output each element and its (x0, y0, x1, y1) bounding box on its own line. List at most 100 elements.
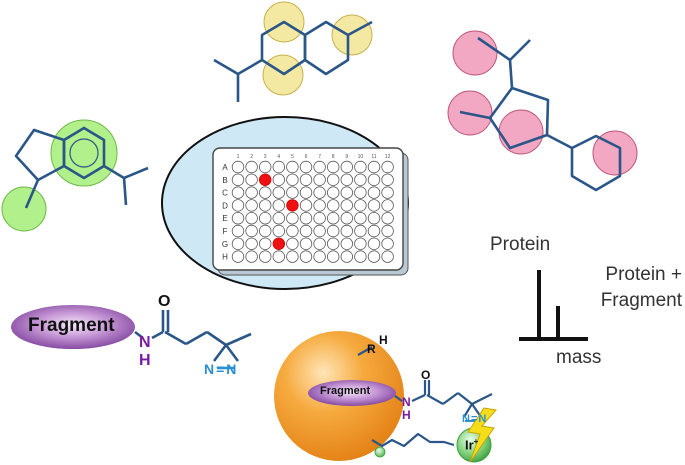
bead-probe-bonds (357, 346, 493, 418)
plate-col-label: 7 (318, 154, 321, 160)
well (272, 173, 286, 187)
plate-row-label: G (222, 240, 228, 249)
well (286, 160, 299, 174)
well (231, 211, 245, 225)
highlight-yellow-3 (262, 54, 304, 96)
well (381, 186, 394, 199)
molecule-top-bonds (213, 20, 373, 102)
well (231, 250, 245, 263)
well (245, 250, 258, 263)
plate-col-label: 3 (264, 154, 267, 160)
well (327, 186, 340, 199)
well (286, 224, 299, 238)
well (245, 173, 258, 187)
well (299, 224, 313, 238)
well (272, 211, 286, 225)
plate-row-label: H (222, 253, 228, 262)
well (245, 224, 258, 238)
plate-row-label: B (222, 176, 227, 185)
well (367, 160, 381, 174)
well (272, 199, 286, 212)
bead-diazirine-label: N=N (462, 413, 488, 425)
well (299, 237, 313, 251)
well (313, 160, 326, 174)
highlight-yellow-2 (331, 14, 373, 56)
well-hit (259, 173, 272, 187)
residue-r: R (367, 342, 376, 356)
well (354, 211, 367, 225)
molecule-right-bonds (459, 36, 622, 192)
well (381, 173, 394, 187)
plate-col-label: 5 (291, 154, 294, 160)
bead-fragment-label: Fragment (320, 385, 371, 397)
carbonyl-o: O (158, 293, 171, 310)
well (259, 199, 272, 212)
well (354, 173, 367, 187)
plate-col-label: 11 (371, 154, 376, 160)
mass-spectrum (519, 270, 588, 341)
bead-amide-n: N (402, 395, 411, 409)
well (327, 250, 340, 263)
well (381, 160, 394, 174)
ir-linker (371, 432, 455, 448)
ms-label-protein-fragment: Protein + Fragment (600, 264, 682, 311)
well (367, 250, 381, 263)
well (286, 237, 299, 251)
fragment-probe (11, 305, 252, 370)
well (299, 211, 313, 225)
well (340, 224, 354, 238)
highlight-pink-1 (452, 30, 498, 76)
well (259, 160, 272, 174)
well (245, 211, 258, 225)
well (313, 211, 326, 225)
well (259, 224, 272, 238)
well (313, 237, 326, 251)
well (381, 199, 394, 212)
fragment-blob (11, 305, 135, 349)
well (354, 237, 367, 251)
plate-row-label: C (222, 189, 228, 198)
well (327, 199, 340, 212)
well (259, 250, 272, 263)
plate-col-label: 1 (237, 154, 240, 160)
linker-node (374, 446, 386, 458)
well (272, 186, 286, 199)
well (367, 211, 381, 225)
well (327, 160, 340, 174)
plate-col-label: 6 (305, 154, 308, 160)
well (340, 211, 354, 225)
plate-col-label: 8 (332, 154, 335, 160)
molecule-right (447, 30, 638, 192)
plate-col-label: 10 (358, 154, 364, 160)
well (327, 224, 340, 238)
well (367, 237, 381, 251)
plate-col-label: 12 (385, 154, 391, 160)
well (367, 173, 381, 187)
well-hit (286, 199, 299, 212)
molecule-top (213, 1, 373, 102)
ms-label-protein: Protein (490, 234, 551, 255)
plate-col-label: 2 (250, 154, 253, 160)
well-hit (272, 237, 286, 251)
well (245, 199, 258, 212)
plate-col-label: 9 (345, 154, 348, 160)
well (354, 186, 367, 199)
well (340, 237, 354, 251)
well (367, 186, 381, 199)
well (299, 173, 313, 187)
well (381, 250, 394, 263)
fragment-label: Fragment (28, 315, 115, 336)
well (272, 160, 286, 174)
well (313, 173, 326, 187)
well (299, 250, 313, 263)
well (381, 224, 394, 238)
highlight-pink-4 (592, 130, 638, 176)
plate-row-label: D (222, 201, 228, 210)
well (299, 186, 313, 199)
well (354, 250, 367, 263)
well (340, 160, 354, 174)
well (299, 160, 313, 174)
well (313, 199, 326, 212)
fragment-blob-small (308, 380, 396, 406)
